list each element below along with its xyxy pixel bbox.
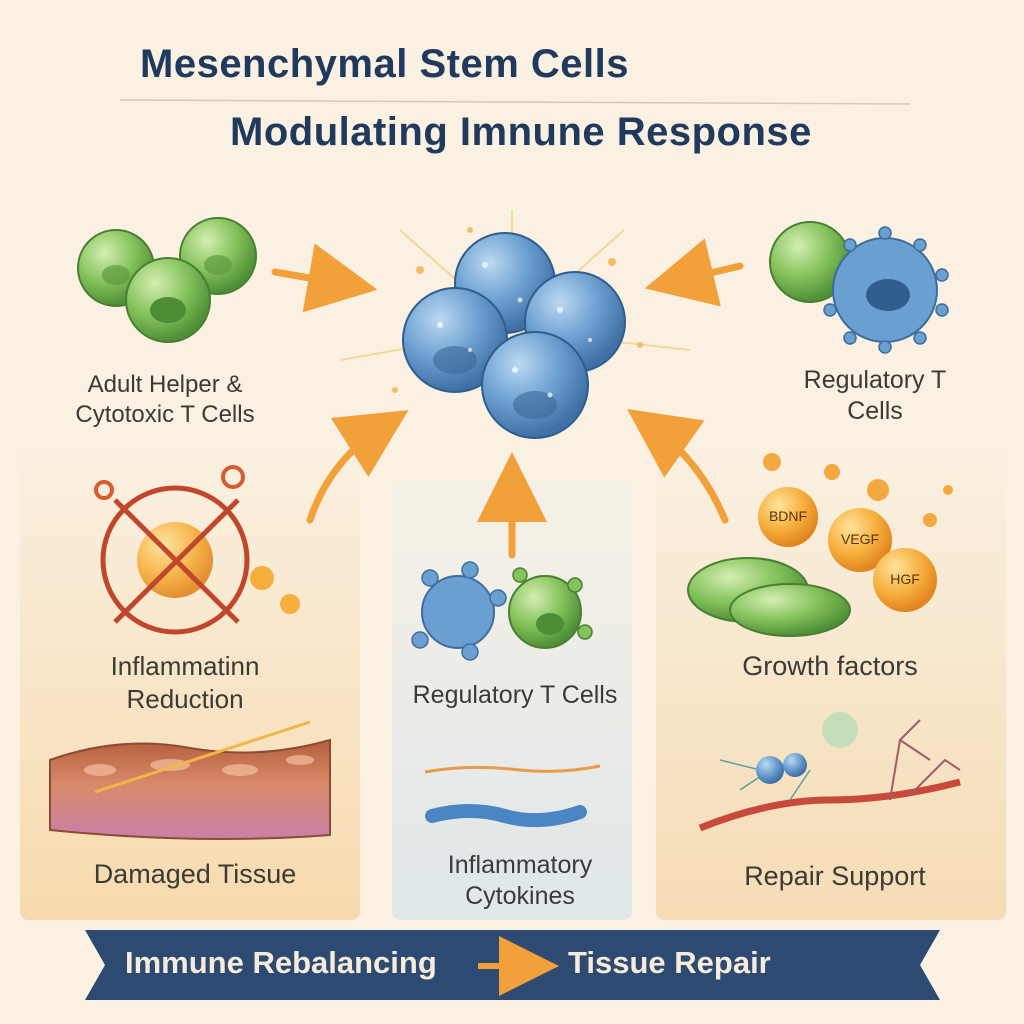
inflammation-crossed-icon [94,465,300,635]
banner-tissue-repair: Tissue Repair [568,945,771,980]
growth-factor-bdnf: BDNF [768,508,808,524]
label-repair-support: Repair Support [744,861,926,891]
title-divider [119,99,911,105]
spiky-cell-projections [823,226,949,354]
label-damaged-tissue: Damaged Tissue [93,859,297,889]
label-regulatory-t-cells-right: Regulatory T Cells [803,366,947,426]
growth-factor-bubbles [758,453,953,612]
title-line-1: Mesenchymal Stem Cells [140,42,629,86]
inflammatory-cytokines-illustration [424,764,601,828]
mesenchymal-stem-cell-cluster [392,227,643,439]
growth-factor-hgf: HGF [890,571,920,587]
damaged-tissue-illustration [49,720,331,840]
growth-factor-vegf: VEGF [840,531,880,547]
bottom-banner [85,930,940,1000]
label-inflammation-reduction: Inflammatinn Reduction [110,651,260,714]
helper-cytotoxic-t-cells [77,217,257,343]
title-line-2: Modulating Imnune Response [230,110,812,154]
label-growth-factors: Growth factors [742,651,918,681]
regulatory-t-cells-top-right [769,221,949,354]
banner-immune-rebalancing: Immune Rebalancing [125,945,437,980]
growth-factor-cells [687,557,851,637]
label-inflammatory-cytokines: Inflammatory Cytokines [447,851,593,911]
label-regulatory-t-cells-center: Regulatory T Cells [412,681,618,709]
regulatory-t-cells-center [411,561,593,661]
label-helper-cytotoxic-t-cells: Adult Helper & Cytotoxic T Cells [75,371,255,428]
arrows-to-msc [271,238,744,559]
repair-support-illustration [698,712,961,832]
